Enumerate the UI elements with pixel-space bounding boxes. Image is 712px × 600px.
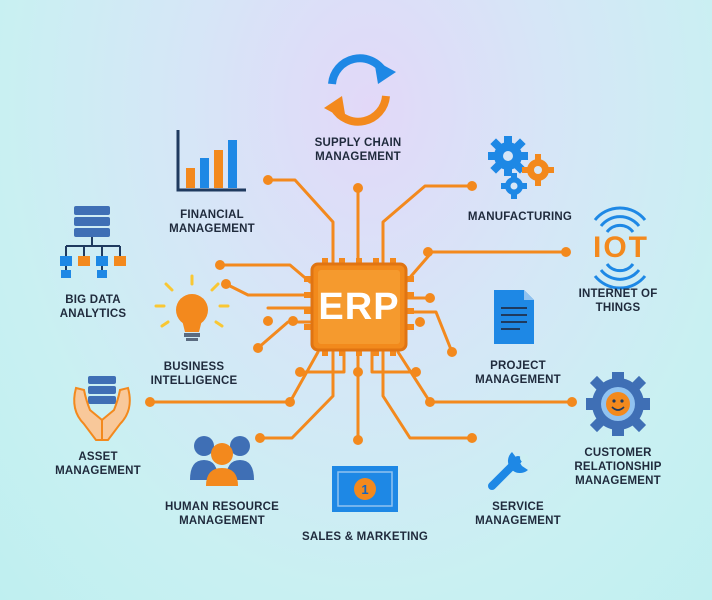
wrench-icon [488, 452, 528, 490]
people-icon [190, 436, 254, 486]
gears-icon [488, 136, 554, 199]
iot-icon [593, 206, 647, 290]
bar-chart-icon [176, 130, 246, 192]
label-sales-marketing: SALES & MARKETING [301, 531, 429, 543]
refresh-icon [324, 54, 396, 126]
document-icon [494, 290, 534, 344]
erp-chip [304, 258, 414, 356]
light-bulb-icon [154, 274, 230, 341]
circuit-nodes [145, 175, 577, 445]
erp-chip-label: ERP [318, 285, 400, 328]
coin-icon-text: 1 [361, 481, 369, 497]
data-server-icon [60, 206, 126, 278]
customer-gear-icon [586, 372, 650, 436]
iot-icon-text: IOT [593, 231, 649, 264]
banknote-icon [332, 466, 398, 512]
hands-server-icon [73, 376, 131, 441]
label-manufacturing: MANUFACTURING [467, 211, 573, 223]
